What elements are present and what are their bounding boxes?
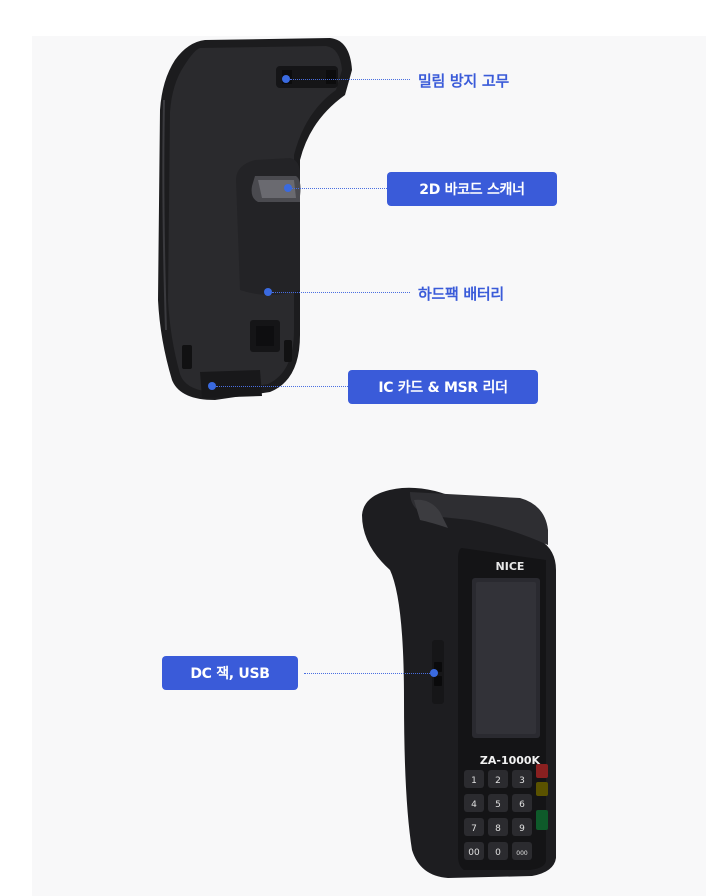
- keypad-key: [488, 818, 508, 836]
- keypad-key: [512, 842, 532, 860]
- keypad-key: [512, 794, 532, 812]
- keypad-key-label: 000: [516, 850, 528, 857]
- keypad-key-label: 00: [468, 848, 480, 858]
- device-model: ZA-1000K: [480, 754, 541, 767]
- callout-label-battery: 하드팩 배터리: [418, 285, 504, 303]
- keypad-key: [512, 770, 532, 788]
- keypad-key: [464, 842, 484, 860]
- callout-dot-scanner: [284, 184, 292, 192]
- keypad-key: [464, 818, 484, 836]
- callout-label-dc-usb: DC 잭, USB: [162, 656, 298, 690]
- keypad-key-label: 8: [495, 824, 501, 834]
- keypad-key-label: 9: [519, 824, 525, 834]
- callout-dot-anti-slip: [282, 75, 290, 83]
- keypad-key-label: 0: [495, 848, 501, 858]
- callout-label-card-reader: IC 카드 & MSR 리더: [348, 370, 538, 404]
- callout-line-scanner: [292, 188, 387, 189]
- keypad-key: [488, 794, 508, 812]
- keypad-key: [464, 794, 484, 812]
- callout-dot-card-reader: [208, 382, 216, 390]
- keypad-key: [488, 770, 508, 788]
- keypad-key-label: 7: [471, 824, 477, 834]
- keypad-key-label: 4: [471, 800, 477, 810]
- keypad-key-label: 6: [519, 800, 525, 810]
- callout-label-anti-slip: 밀림 방지 고무: [418, 72, 509, 90]
- keypad-key-label: 3: [519, 776, 525, 786]
- callout-line-anti-slip: [290, 79, 410, 80]
- callout-line-card-reader: [216, 386, 348, 387]
- device-brand: NICE: [496, 560, 525, 573]
- product-panel: [32, 36, 706, 896]
- card-slot: [200, 370, 262, 398]
- keypad-key-label: 1: [471, 776, 477, 786]
- keypad-key: [512, 818, 532, 836]
- callout-line-dc-usb: [304, 673, 430, 674]
- keypad-key-label: 5: [495, 800, 501, 810]
- keypad-key: [464, 770, 484, 788]
- callout-line-battery: [272, 292, 410, 293]
- callout-dot-dc-usb: [430, 669, 438, 677]
- callout-label-scanner: 2D 바코드 스캐너: [387, 172, 557, 206]
- callout-dot-battery: [264, 288, 272, 296]
- terminal-back-view: [158, 38, 352, 400]
- keypad-key-label: 2: [495, 776, 501, 786]
- keypad-key: [488, 842, 508, 860]
